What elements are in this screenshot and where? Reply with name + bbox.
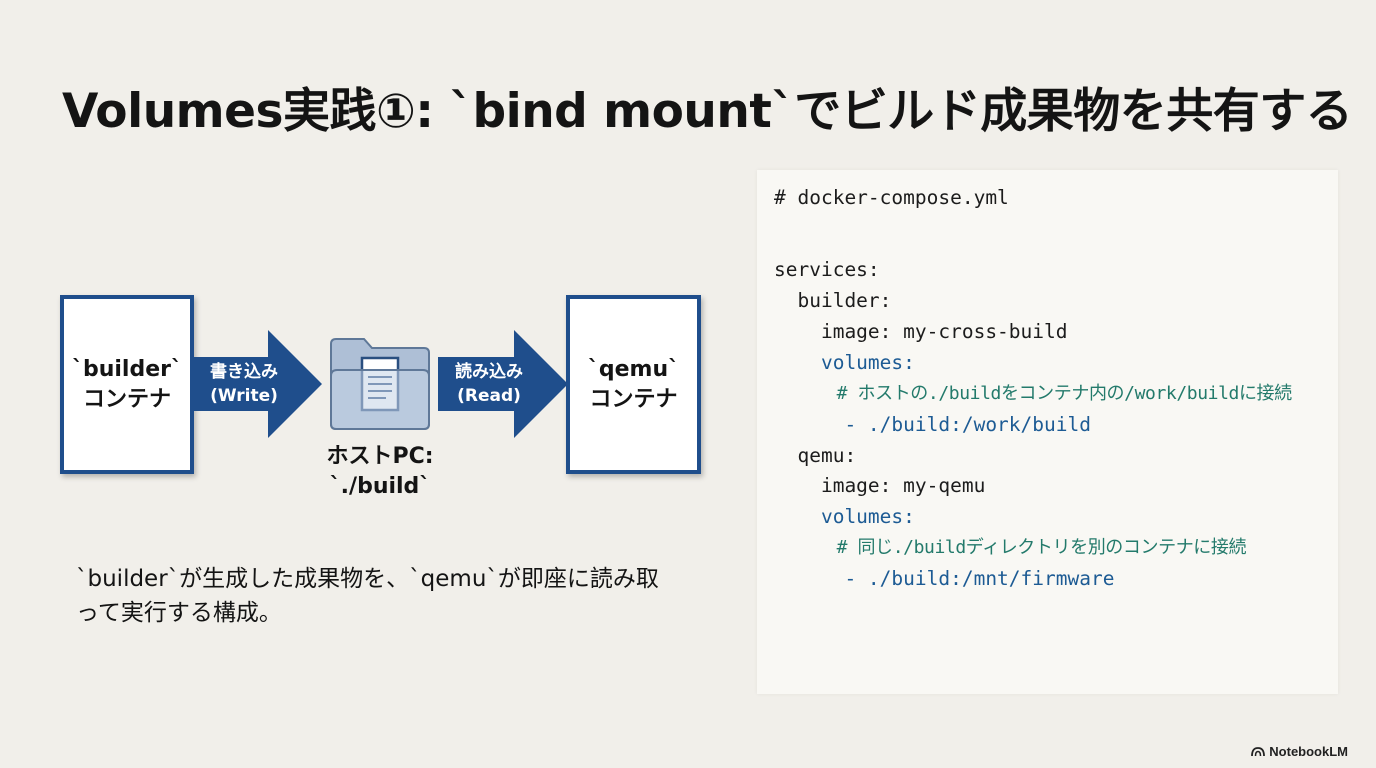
brand-logo: NotebookLM [1251,744,1348,759]
write-arrow-label: 書き込み (Write) [192,360,296,408]
code-line-qemu: qemu: [774,444,857,467]
builder-box-line1: `builder` [71,356,182,382]
description-line1: `builder`が生成した成果物を、`qemu`が即座に読み取 [76,566,659,592]
read-arrow-line1: 読み込み [455,362,523,382]
write-arrow-line2: (Write) [210,386,278,406]
code-line-qemu-comment: # 同じ./buildディレクトリを別のコンテナに接続 [774,537,1247,558]
read-arrow-icon [438,330,568,438]
code-line-qemu-volumes: volumes: [774,505,915,528]
host-pc-label: ホストPC: `./build` [300,442,460,502]
code-line-builder-volumes: volumes: [774,351,915,374]
write-arrow-icon [192,330,322,438]
code-line-builder: builder: [774,289,892,312]
write-arrow: 書き込み (Write) [192,330,322,438]
notebooklm-icon [1251,747,1266,757]
description: `builder`が生成した成果物を、`qemu`が即座に読み取 って実行する構… [76,562,736,630]
volume-diagram: `builder` コンテナ 書き込み (Write) ホストPC: `./bu… [0,0,760,560]
folder-document-icon [328,336,432,436]
read-arrow-line2: (Read) [457,386,521,406]
builder-box-line2: コンテナ [82,386,171,412]
host-label-line2: `./build` [329,474,431,499]
read-arrow-label: 読み込み (Read) [438,360,540,408]
code-line-builder-mount: - ./build:/work/build [774,413,1091,436]
code-line-qemu-image: image: my-qemu [774,474,986,497]
description-line2: って実行する構成。 [76,600,282,626]
read-arrow: 読み込み (Read) [438,330,568,438]
host-label-line1: ホストPC: [326,444,434,469]
write-arrow-line1: 書き込み [210,362,278,382]
qemu-box-line2: コンテナ [589,386,678,412]
code-panel: # docker-compose.yml services: builder: … [757,170,1338,694]
code-line-services: services: [774,258,880,281]
code-line-filename: # docker-compose.yml [774,186,1009,209]
qemu-container-box: `qemu` コンテナ [566,295,701,474]
code-line-qemu-mount: - ./build:/mnt/firmware [774,567,1115,590]
page-title: Volumes実践①: `bind mount`でビルド成果物を共有する [62,84,1353,139]
code-line-builder-image: image: my-cross-build [774,320,1068,343]
brand-name: NotebookLM [1269,744,1348,759]
code-line-builder-comment: # ホストの./buildをコンテナ内の/work/buildに接続 [774,383,1293,404]
builder-container-box: `builder` コンテナ [60,295,194,474]
qemu-box-line1: `qemu` [587,356,680,382]
